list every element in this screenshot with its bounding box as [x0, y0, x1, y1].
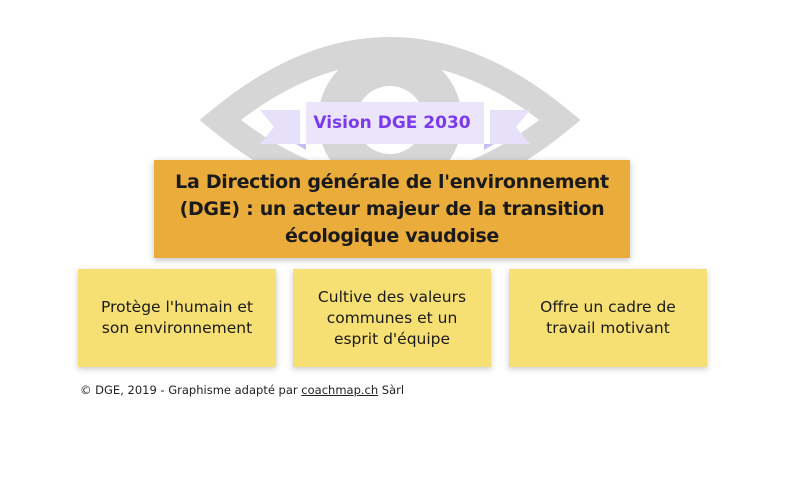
- card-workplace-text: Offre un cadre de travail motivant: [540, 298, 676, 337]
- main-statement-box: La Direction générale de l'environnement…: [154, 160, 630, 258]
- credit-link[interactable]: coachmap.ch: [301, 383, 379, 397]
- vision-title: Vision DGE 2030: [313, 113, 471, 133]
- card-protect: Protège l'humain et son environnement: [78, 269, 276, 367]
- credit-line: © DGE, 2019 - Graphisme adapté par coach…: [80, 383, 404, 397]
- card-values: Cultive des valeurs communes et un espri…: [293, 269, 491, 367]
- ribbon-banner: [260, 102, 530, 150]
- credit-prefix: © DGE, 2019 - Graphisme adapté par: [80, 383, 302, 397]
- card-values-text: Cultive des valeurs communes et un espri…: [317, 287, 467, 348]
- main-statement-text: La Direction générale de l'environnement…: [175, 170, 609, 247]
- credit-suffix: Sàrl: [378, 383, 405, 397]
- card-protect-text: Protège l'humain et son environnement: [101, 298, 253, 337]
- card-workplace: Offre un cadre de travail motivant: [509, 269, 707, 367]
